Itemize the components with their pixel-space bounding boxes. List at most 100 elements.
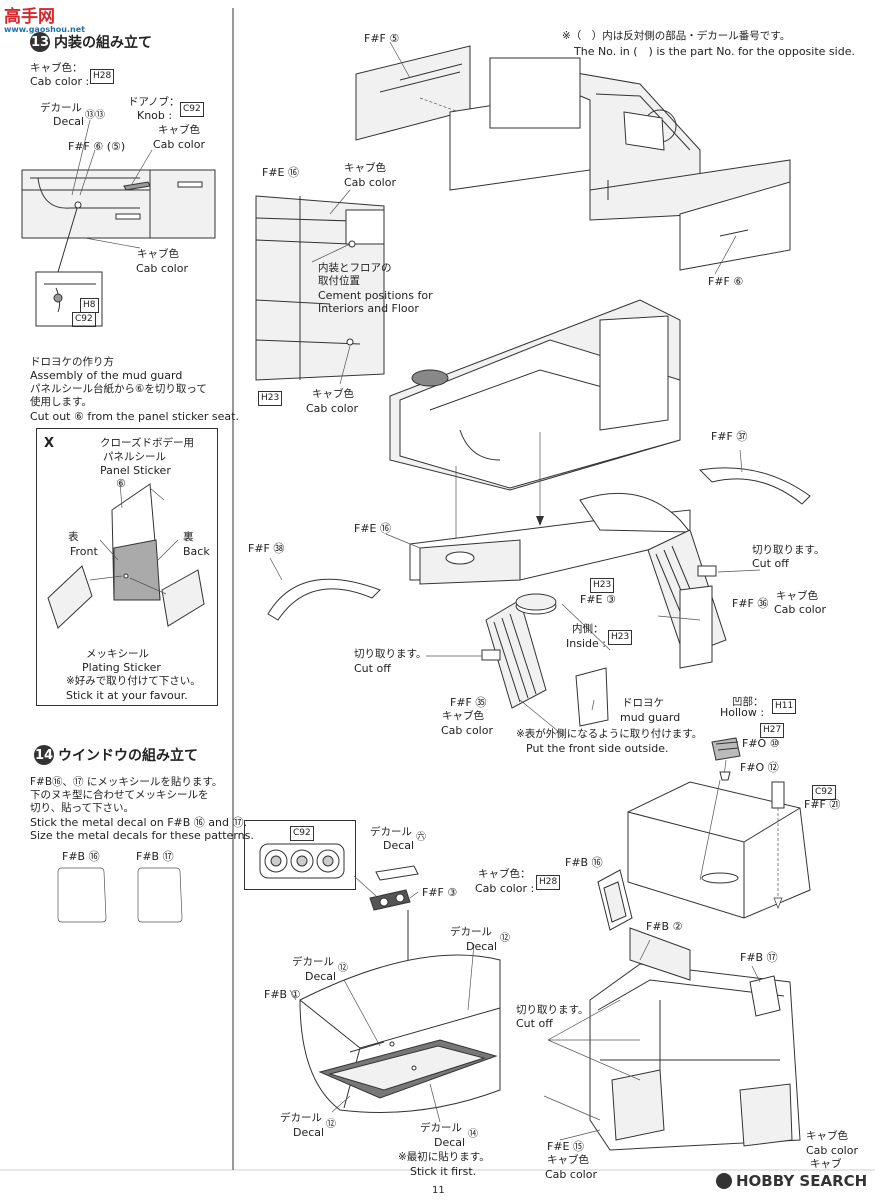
headlight-inset-box	[244, 820, 356, 890]
mud-back-en: Back	[183, 545, 210, 558]
label-ff6: F#F ⑥	[708, 275, 744, 288]
label-mud-en: mud guard	[620, 711, 681, 724]
label-cab6-ja: キャブ色：	[478, 868, 531, 880]
label-hollow-code: H11	[772, 699, 797, 714]
mud-plating-ja: メッキシール	[86, 648, 149, 660]
step13-cab-color-code: H28	[90, 69, 115, 84]
step13-knob-ja: ドアノブ：	[128, 96, 180, 108]
label-decal65-num: ㊅	[416, 832, 426, 843]
label-ph27: H27	[760, 723, 785, 738]
step13-decal-en: Decal	[53, 115, 85, 128]
mud-front-ja: 表	[68, 531, 79, 543]
label-cab8-en: Cab color	[806, 1144, 858, 1157]
label-cement-en: Cement positions for	[318, 289, 433, 302]
label-inside-ja: 内側：	[572, 623, 604, 635]
label-decal125-num: ⑫	[500, 933, 510, 944]
label-first-ja: ※最初に貼ります。	[398, 1151, 490, 1163]
mud-sticker-ja2: パネルシール	[103, 451, 166, 463]
label-decal125-en: Decal	[466, 940, 498, 953]
label-frontout-ja: ※表が外側になるように取り付けます。	[516, 728, 703, 740]
label-decal123-en: Decal	[305, 970, 337, 983]
label-cab5-en: Cab color	[441, 724, 493, 737]
label-cab4-en: Cab color	[774, 603, 826, 616]
step13-cab2-en: Cab color	[136, 262, 188, 275]
label-inside-en: Inside :	[566, 637, 606, 650]
label-ff21: F#F ㉑	[804, 798, 841, 811]
label-pc92: C92	[812, 785, 836, 800]
label-decal64-num: ⑭	[468, 1129, 478, 1140]
label-ff36: F#F ㊱	[732, 597, 769, 610]
mud-front-en: Front	[70, 545, 98, 558]
watermark-logo: 高手网 www.gaoshou.net	[4, 2, 85, 34]
label-inside-code: H23	[608, 630, 633, 645]
step13-heading: 13 内装の組み立て	[30, 32, 152, 52]
mud-sticker-num: ⑥	[116, 477, 126, 490]
step13-paint-c92: C92	[72, 312, 96, 327]
label-hollow-ja: 凹部：	[732, 696, 764, 708]
step14-line1-en: Stick the metal decal on F#B ⑯ and ⑰.	[30, 816, 247, 829]
label-ff3: F#F ③	[422, 886, 458, 899]
mud-title-en: Assembly of the mud guard	[30, 369, 183, 382]
label-cab8-ja: キャブ色	[806, 1130, 848, 1142]
step13-cab-color-ja: キャブ色：	[30, 62, 83, 74]
label-cab9-ja: キャブ	[810, 1158, 842, 1170]
label-ff35: F#F ㉟	[450, 696, 487, 709]
label-cutoff-ja: 切り取ります。	[752, 544, 825, 556]
label-ff37: F#F ㊲	[711, 430, 748, 443]
step14-title: ウインドウの組み立て	[58, 748, 198, 764]
label-cab7-ja: キャブ色	[547, 1154, 589, 1166]
step13-knob-en: Knob :	[137, 109, 173, 122]
label-decal125-ja: デカール	[450, 926, 492, 938]
label-pc92b: C92	[290, 826, 314, 841]
label-fe3: F#E ③	[580, 593, 616, 606]
mud-sticker-en: Panel Sticker	[100, 464, 171, 477]
mud-favour-ja: ※好みで取り付けて下さい。	[66, 675, 201, 687]
label-cab6-en: Cab color :	[475, 882, 535, 895]
step13-knob-code: C92	[180, 102, 204, 117]
step14-line3-ja: 切り、貼って下さい。	[30, 802, 135, 814]
label-fb1: F#B ①	[264, 988, 301, 1001]
mud-back-ja: 裏	[183, 531, 194, 543]
label-fe15: F#E ⑮	[547, 1140, 584, 1153]
label-decal123-ja: デカール	[292, 956, 334, 968]
step14-number: 14	[34, 745, 54, 765]
label-decal65-en: Decal	[383, 839, 415, 852]
step13-decal-nums: ⑬⑬	[85, 110, 105, 121]
label-decal124-ja: デカール	[280, 1112, 322, 1124]
label-decal124-num: ⑫	[326, 1119, 336, 1130]
label-first-en: Stick it first.	[410, 1165, 477, 1178]
mud-cut-en: Cut out ⑥ from the panel sticker seat.	[30, 410, 239, 423]
note-top-en: The No. in ( ) is the part No. for the o…	[574, 45, 855, 58]
step14-heading: 14 ウインドウの組み立て	[34, 745, 198, 765]
label-fb17: F#B ⑰	[740, 951, 778, 964]
label-mud-ja: ドロヨケ	[622, 697, 664, 709]
label-cutoff-en: Cut off	[752, 557, 789, 570]
label-cement-ja: 内装とフロアの	[318, 262, 392, 274]
step13-number: 13	[30, 32, 50, 52]
step14-line2-ja: 下のヌキ型に合わせてメッキシールを	[30, 789, 209, 801]
label-fo12: F#O ⑫	[740, 761, 779, 774]
note-top-ja: ※（ ）内は反対側の部品・デカール番号です。	[562, 30, 791, 42]
mud-cut-ja2: 使用します。	[30, 396, 92, 408]
watermark-brand: 高手网	[4, 7, 55, 27]
label-fb2: F#B ②	[646, 920, 683, 933]
label-ff5: F#F ⑤	[364, 32, 400, 45]
label-decal64-en: Decal	[434, 1136, 466, 1149]
label-cab-top-ja: キャブ色	[344, 162, 386, 174]
label-cutoff3-ja: 切り取ります。	[516, 1004, 589, 1016]
step13-title: 内装の組み立て	[54, 35, 152, 51]
mud-guard-box	[36, 428, 218, 706]
label-cement-en2: Interiors and Floor	[318, 302, 419, 315]
watermark-url: www.gaoshou.net	[4, 25, 85, 34]
step14-line1-ja: F#B⑯、⑰ にメッキシールを貼ります。	[30, 776, 223, 788]
label-cab3-en: Cab color	[306, 402, 358, 415]
label-fe16-top: F#E ⑯	[262, 166, 299, 179]
watermark-hobby-search-text: HOBBY SEARCH	[736, 1172, 868, 1190]
step13-part-ff6: F#F ⑥ (⑤)	[68, 140, 126, 153]
